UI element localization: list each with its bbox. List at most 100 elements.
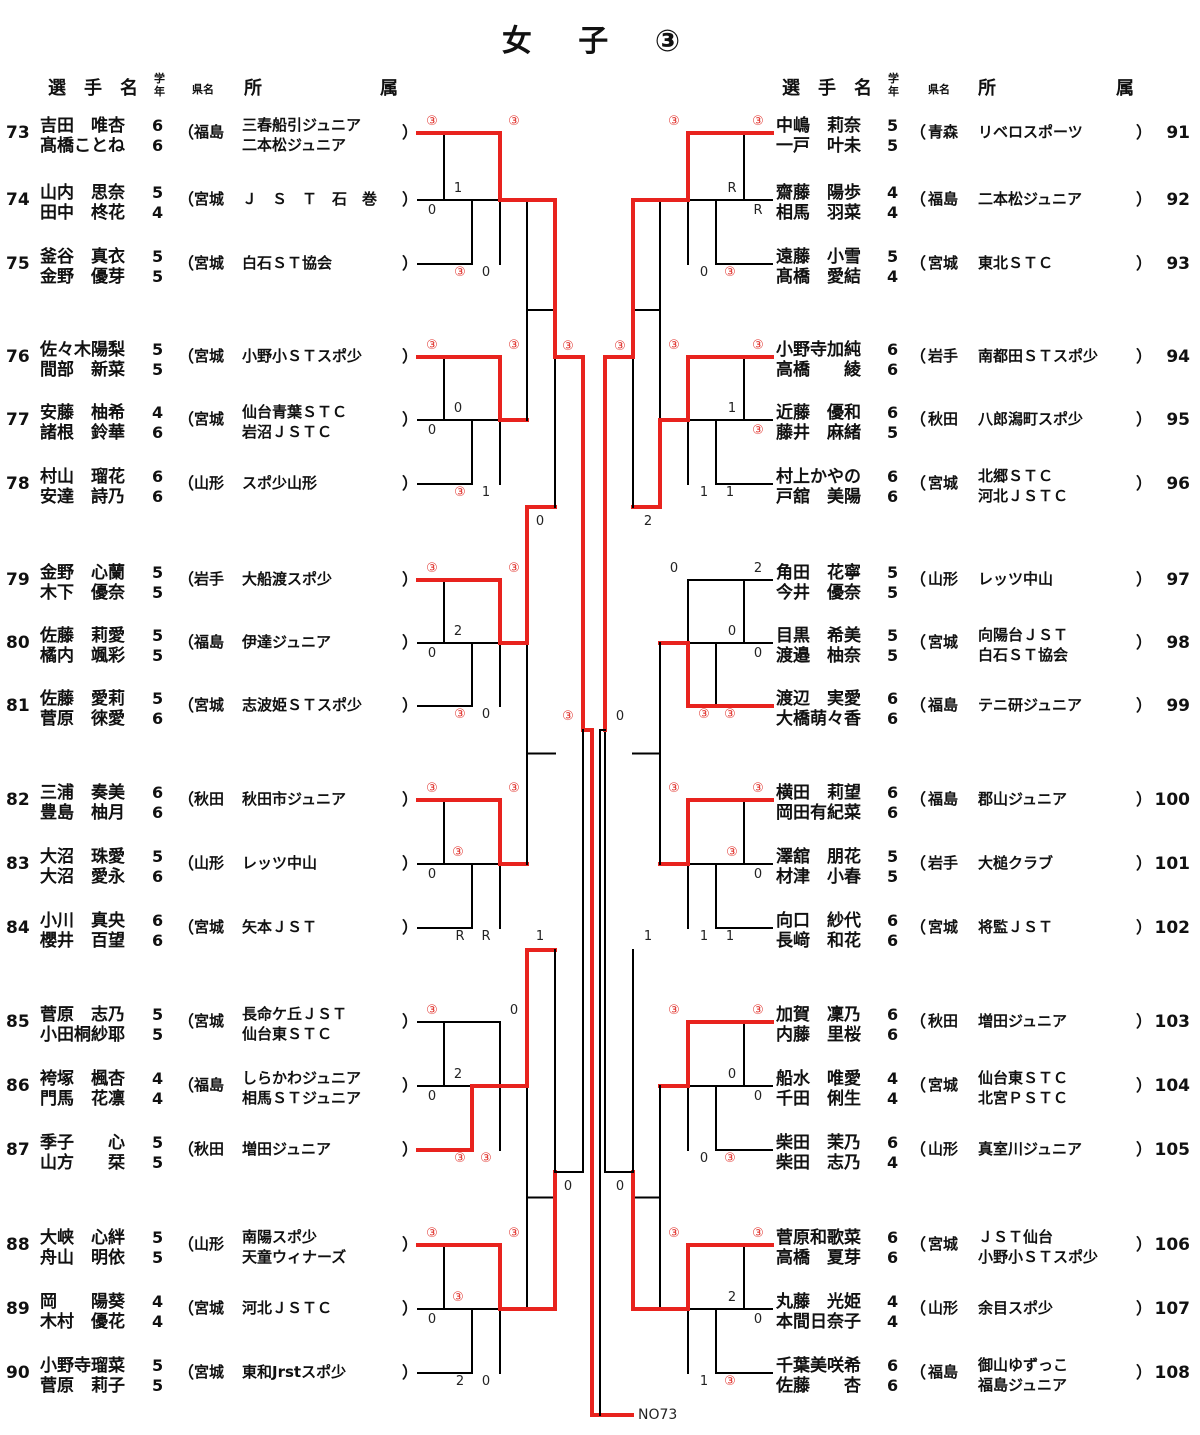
- player-grade: 5: [887, 626, 899, 645]
- club-name: 相馬ＳＴジュニア: [242, 1089, 361, 1107]
- paren-open: （: [910, 1076, 927, 1095]
- club-name: 南都田ＳＴスポ少: [978, 347, 1099, 365]
- club-name: ＪＳＴ仙台: [978, 1228, 1054, 1246]
- player-grade: 6: [152, 867, 164, 886]
- paren-open: （: [178, 633, 195, 652]
- score: 0: [753, 646, 763, 661]
- entry-number: 90: [6, 1363, 30, 1383]
- paren-open: （: [910, 410, 927, 429]
- entry-number: 97: [1166, 570, 1190, 590]
- paren-close: ）: [1136, 410, 1153, 429]
- player-name: 大橋萌々香: [776, 709, 861, 729]
- player-name: 三浦 奏美: [40, 783, 125, 803]
- entry-number: 96: [1166, 474, 1190, 494]
- score: 1: [699, 485, 709, 500]
- club-name: 岩沼ＪＳＴＣ: [242, 423, 333, 441]
- player-grade: 6: [152, 803, 164, 822]
- player-grade: 5: [887, 247, 899, 266]
- player-name: 岡田有紀菜: [776, 803, 861, 823]
- player-name: 小野寺加純: [776, 340, 861, 360]
- score: ③: [454, 1151, 466, 1166]
- prefecture: 宮城: [928, 1235, 959, 1253]
- prefecture: 宮城: [194, 1012, 225, 1030]
- player-grade: 5: [152, 247, 164, 266]
- player-grade: 6: [887, 803, 899, 822]
- entry-number: 108: [1154, 1363, 1191, 1383]
- paren-open: （: [910, 347, 927, 366]
- club-name: 東和Jrstスポ少: [242, 1363, 347, 1381]
- header-grade-right: 学年: [888, 72, 899, 98]
- score: 2: [727, 1290, 737, 1305]
- prefecture: 福島: [928, 1363, 959, 1381]
- player-name: 橘内 颯彩: [40, 646, 125, 666]
- player-grade: 5: [152, 626, 164, 645]
- club-name: 伊達ジュニア: [242, 633, 331, 651]
- entry-number: 100: [1154, 790, 1191, 810]
- score: ③: [668, 338, 680, 353]
- score: ③: [726, 845, 738, 860]
- paren-close: ）: [1136, 790, 1153, 809]
- entry-number: 105: [1154, 1140, 1191, 1160]
- paren-close: ）: [1136, 1363, 1153, 1382]
- player-name: 門馬 花凛: [40, 1089, 125, 1109]
- player-grade: 4: [887, 267, 899, 286]
- paren-close: ）: [1136, 1140, 1153, 1159]
- entry-number: 74: [6, 190, 30, 210]
- player-grade: 6: [887, 1005, 899, 1024]
- paren-close: ）: [1136, 347, 1153, 366]
- prefecture: 宮城: [194, 918, 225, 936]
- player-grade: 6: [152, 136, 164, 155]
- player-grade: 4: [887, 1292, 899, 1311]
- player-name: 佐藤 莉愛: [40, 626, 125, 646]
- prefecture: 山形: [928, 570, 959, 588]
- score: 0: [481, 1374, 491, 1389]
- paren-close: ）: [1136, 254, 1153, 273]
- player-grade: 6: [887, 403, 899, 422]
- player-name: 袴塚 楓杏: [40, 1069, 125, 1089]
- player-grade: 6: [152, 783, 164, 802]
- score: 1: [725, 929, 735, 944]
- player-grade: 6: [887, 1133, 899, 1152]
- player-grade: 6: [887, 1025, 899, 1044]
- entry-number: 107: [1154, 1299, 1191, 1319]
- paren-close: ）: [402, 474, 419, 493]
- club-name: 河北ＪＳＴＣ: [978, 487, 1069, 505]
- player-name: 間部 新菜: [40, 360, 125, 380]
- prefecture: 宮城: [928, 633, 959, 651]
- club-name: 仙台青葉ＳＴＣ: [242, 403, 348, 421]
- prefecture: 宮城: [194, 347, 225, 365]
- player-grade: 6: [887, 689, 899, 708]
- player-name: 髙橋 愛結: [776, 267, 861, 287]
- paren-open: （: [178, 1299, 195, 1318]
- paren-close: ）: [1136, 633, 1153, 652]
- score: ③: [752, 1003, 764, 1018]
- score: 1: [699, 1374, 709, 1389]
- score: ③: [454, 485, 466, 500]
- paren-open: （: [178, 918, 195, 937]
- paren-close: ）: [402, 1363, 419, 1382]
- paren-close: ）: [402, 1235, 419, 1254]
- score: ③: [508, 561, 520, 576]
- player-grade: 6: [152, 487, 164, 506]
- prefecture: 福島: [928, 190, 959, 208]
- player-grade: 5: [887, 847, 899, 866]
- score: ③: [426, 561, 438, 576]
- club-name: 白石ＳＴ協会: [978, 646, 1069, 664]
- header-pref-right: 県名: [928, 83, 950, 96]
- prefecture: 宮城: [194, 1363, 225, 1381]
- player-grade: 5: [152, 1025, 164, 1044]
- player-name: 大峡 心絆: [40, 1228, 125, 1248]
- player-grade: 5: [152, 340, 164, 359]
- paren-open: （: [178, 1235, 195, 1254]
- player-grade: 4: [152, 1089, 164, 1108]
- player-grade: 4: [887, 1069, 899, 1088]
- score: R: [455, 929, 465, 944]
- score: 0: [669, 561, 679, 576]
- score: ③: [454, 265, 466, 280]
- paren-close: ）: [1136, 570, 1153, 589]
- score: ③: [724, 1151, 736, 1166]
- player-grade: 4: [152, 1312, 164, 1331]
- final-winner-label: NO73: [638, 1407, 678, 1423]
- prefecture: 岩手: [928, 347, 959, 365]
- score: ③: [426, 1003, 438, 1018]
